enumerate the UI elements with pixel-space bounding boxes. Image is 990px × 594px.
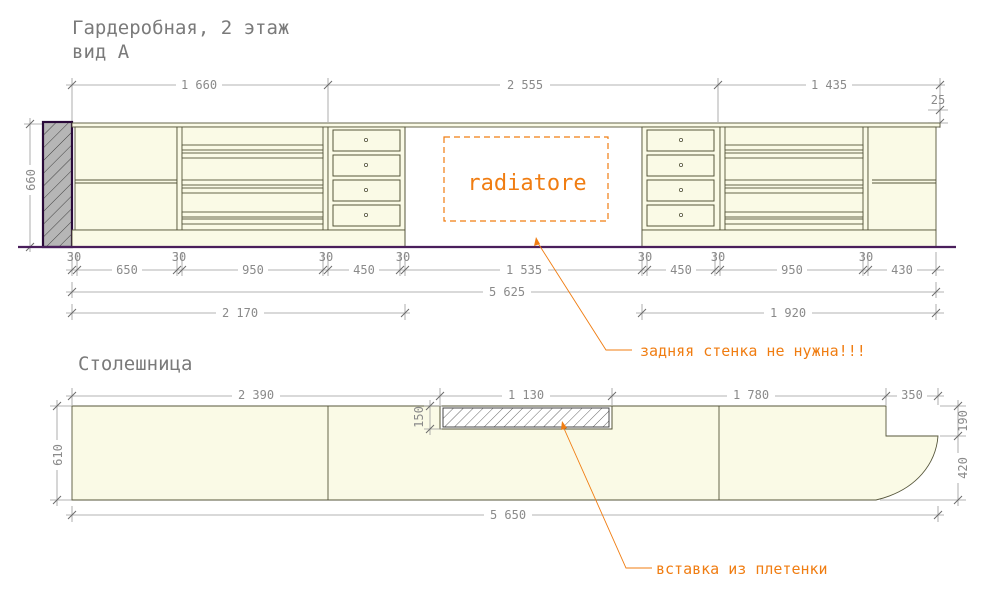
dim-height: 660: [24, 169, 38, 191]
dim-ct-190: 190: [956, 410, 970, 432]
right-cabinet: [867, 126, 937, 231]
dim-450-right: 450: [670, 263, 692, 277]
wall-section: [41, 120, 74, 249]
elevation-title: Гардеробная, 2 этаж: [72, 17, 289, 39]
dim-30: 30: [711, 250, 725, 264]
dim-ct-depth: 610: [51, 444, 65, 466]
dim-ct-350: 350: [901, 388, 923, 402]
left-shelving: [176, 126, 329, 231]
countertop-depth-dim: 610: [49, 400, 72, 506]
dim-ct-420: 420: [956, 457, 970, 479]
knob-icon: [679, 162, 684, 167]
dim-430: 430: [891, 263, 913, 277]
right-drawer-unit: [641, 126, 721, 231]
wardrobe-elevation: radiatore: [18, 122, 956, 249]
dim-right-section: 1 920: [770, 306, 806, 320]
radiator-outline: [443, 136, 609, 222]
radiator-label: radiatore: [467, 171, 586, 196]
back-panel-annotation: задняя стенка не нужна!!!: [534, 237, 866, 360]
countertop-title: Столешница: [78, 353, 192, 375]
dim-30: 30: [67, 250, 81, 264]
overall-dimension: 5 625: [66, 282, 944, 299]
knob-icon: [679, 212, 684, 217]
dim-ct-2390: 2 390: [238, 388, 274, 402]
wicker-insert: [442, 407, 610, 428]
dim-450-left: 450: [353, 263, 375, 277]
countertop-right-dims: 190 420: [880, 400, 970, 506]
left-cabinet: [74, 126, 178, 231]
right-plinth: [641, 229, 937, 248]
height-dimension: 660: [22, 118, 44, 252]
dim-top-left: 1 660: [181, 78, 217, 92]
dim-30: 30: [172, 250, 186, 264]
left-plinth: [71, 229, 406, 248]
knob-icon: [363, 212, 368, 217]
dim-insert-depth: 150: [412, 406, 426, 428]
dim-30: 30: [859, 250, 873, 264]
dim-ct-overall: 5 650: [490, 508, 526, 522]
dim-ct-1130: 1 130: [508, 388, 544, 402]
arrow-icon: [561, 421, 567, 430]
dim-30: 30: [638, 250, 652, 264]
arrow-icon: [534, 237, 540, 246]
insert-annotation: вставка из плетенки: [561, 421, 828, 578]
top-board: [71, 122, 941, 128]
knob-icon: [363, 162, 368, 167]
knob-icon: [363, 187, 368, 192]
dim-overall: 5 625: [489, 285, 525, 299]
countertop-top-dims: 2 390 1 130 1 780 350: [66, 388, 944, 405]
insert-depth-dim: 150: [412, 400, 442, 435]
dim-650: 650: [116, 263, 138, 277]
dim-30: 30: [396, 250, 410, 264]
knob-icon: [679, 187, 684, 192]
knob-icon: [363, 137, 368, 142]
dim-top-offset: 25: [931, 93, 945, 107]
right-shelving: [719, 126, 869, 231]
dim-30: 30: [319, 250, 333, 264]
countertop-plan: [71, 405, 939, 501]
dim-ct-1780: 1 780: [733, 388, 769, 402]
top-dimension-chain: 1 660 2 555 1 435 25: [66, 78, 948, 128]
radiator-opening: radiatore: [404, 127, 643, 247]
note-insert: вставка из плетенки: [656, 560, 828, 578]
dim-950-left: 950: [242, 263, 264, 277]
section-dimensions: 2 170 1 920: [66, 304, 944, 320]
dim-1535: 1 535: [506, 263, 542, 277]
note-back-panel: задняя стенка не нужна!!!: [640, 342, 866, 360]
elevation-subtitle: вид А: [72, 41, 130, 63]
dim-top-right: 1 435: [811, 78, 847, 92]
countertop-overall-dim: 5 650: [66, 506, 944, 522]
left-drawer-unit: [327, 126, 406, 231]
dim-top-middle: 2 555: [507, 78, 543, 92]
countertop-outline: [71, 405, 939, 501]
dim-950-right: 950: [781, 263, 803, 277]
dim-left-section: 2 170: [222, 306, 258, 320]
knob-icon: [679, 137, 684, 142]
bottom-dimension-row: 30 30 30 30 30 30 30 650 950 450 1 535 4…: [66, 250, 944, 277]
